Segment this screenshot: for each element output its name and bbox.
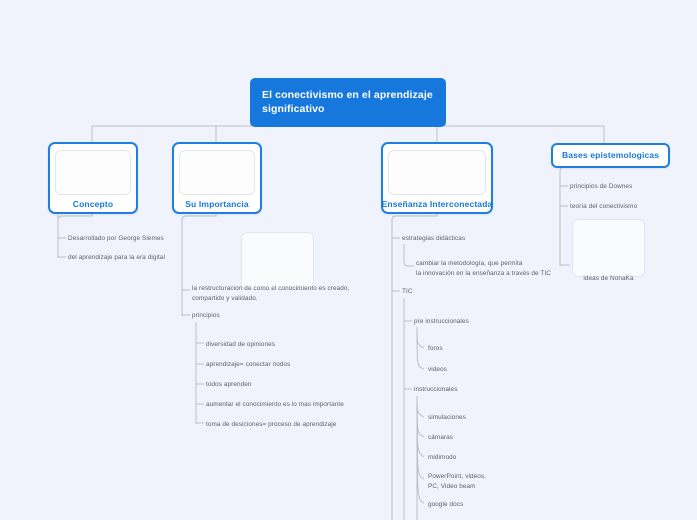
leaf-camaras[interactable]: cámaras — [428, 434, 454, 441]
leaf-importancia-principios[interactable]: principios — [192, 312, 220, 319]
leaf-powerpoint-videos[interactable]: PowerPoint, videos, PC, Video beam — [428, 473, 486, 490]
concepto-thumbnail — [55, 150, 131, 195]
su-importancia-thumbnail — [179, 150, 255, 195]
leaf-principio-3[interactable]: todos aprenden — [206, 381, 252, 388]
node-ensenanza-interconectada[interactable]: Enseñanza Interconectada — [381, 142, 493, 214]
leaf-importancia-1[interactable]: la restructuracion de como el conocimien… — [192, 285, 350, 302]
leaf-principio-2[interactable]: aprendizaje= conectar nodos — [206, 361, 291, 368]
nonaka-image-caption: ideas de NonaKa — [583, 275, 634, 282]
node-concepto-label: Concepto — [72, 199, 114, 209]
ensenanza-thumbnail — [388, 150, 486, 195]
node-su-importancia-label: Su Importancia — [185, 199, 249, 209]
leaf-midimodo[interactable]: midimodo — [428, 454, 457, 461]
leaf-principio-5[interactable]: toma de desiciones= proceso de aprendiza… — [206, 421, 337, 428]
node-concepto[interactable]: Concepto — [48, 142, 138, 214]
node-ensenanza-label: Enseñanza Interconectada — [381, 199, 493, 209]
leaf-simulaciones[interactable]: simulaciones — [428, 414, 466, 421]
leaf-estrategias-didacticas[interactable]: estrategias didácticas — [402, 235, 466, 242]
leaf-principios-downes[interactable]: principios de Downes — [570, 183, 633, 190]
node-bases-epistemologicas[interactable]: Bases epistemologicas — [551, 143, 671, 168]
leaf-videos[interactable]: videos — [428, 366, 447, 373]
leaf-foros[interactable]: foros — [428, 345, 443, 352]
leaf-principio-4[interactable]: aumentar el conocimiento es lo mas impor… — [206, 401, 344, 408]
leaf-cambiar-metodologia[interactable]: cambiar la metodología, que permita la i… — [416, 260, 551, 277]
root-node-label: El conectivismo en el aprendizaje signif… — [262, 89, 433, 116]
leaf-concepto-1[interactable]: Desarrollado por George Siemes — [68, 235, 164, 242]
importancia-image-placeholder[interactable] — [241, 232, 314, 290]
leaf-tic[interactable]: TIC — [402, 288, 413, 295]
leaf-google-docs[interactable]: google docs — [428, 501, 464, 508]
leaf-instruccionales[interactable]: instruccionales — [414, 386, 458, 393]
node-su-importancia[interactable]: Su Importancia — [172, 142, 262, 214]
root-node[interactable]: El conectivismo en el aprendizaje signif… — [250, 78, 446, 128]
leaf-pre-instruccionales[interactable]: pre instruccionales — [414, 318, 469, 325]
leaf-concepto-2[interactable]: del aprendizaje para la era digital — [68, 254, 165, 261]
leaf-teoria-conectivismo[interactable]: teoría del conectivismo — [570, 203, 638, 210]
leaf-principio-1[interactable]: diversidad de opiniones — [206, 341, 275, 348]
nonaka-image-placeholder[interactable] — [572, 219, 645, 277]
